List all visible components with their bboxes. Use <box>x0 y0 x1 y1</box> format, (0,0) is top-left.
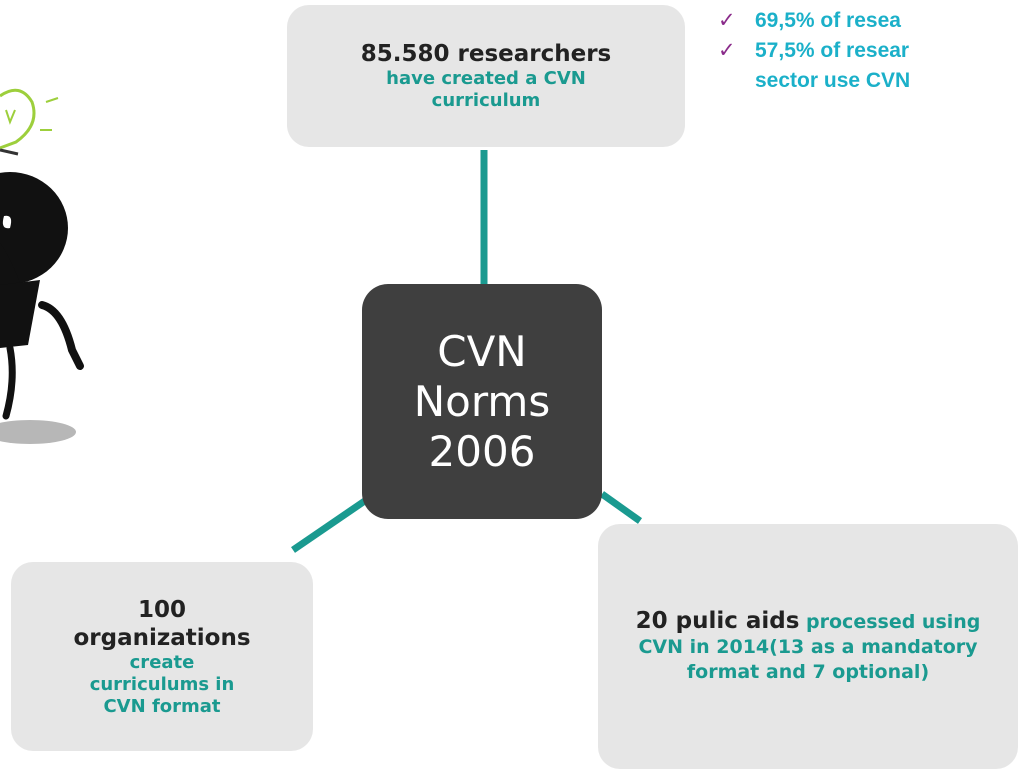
stat-box-researchers: 85.580 researchers have created a CVN cu… <box>287 5 685 147</box>
center-line-2: Norms <box>413 376 551 426</box>
organizations-label: organizations <box>73 624 251 651</box>
stats-checklist: ✓ 69,5% of resea ✓ 57,5% of resear secto… <box>718 6 910 96</box>
center-node: CVN Norms 2006 <box>362 284 602 519</box>
center-line-1: CVN <box>437 326 527 376</box>
list-item: ✓ 69,5% of resea <box>718 6 910 36</box>
researchers-count: 85.580 researchers <box>360 41 612 67</box>
check-mark-icon: ✓ <box>718 9 736 32</box>
organizations-description: create curriculums in CVN format <box>89 651 235 717</box>
idea-mascot-icon <box>0 88 84 444</box>
checklist-item-2-continuation: sector use CVN <box>755 69 911 92</box>
checklist-item-2: 57,5% of resear <box>755 39 910 62</box>
organizations-count: 100 <box>137 596 186 623</box>
researchers-description: have created a CVN curriculum <box>386 68 586 111</box>
list-item-continuation: sector use CVN <box>718 66 910 96</box>
stat-box-public-aids: 20 pulic aids processed using CVN in 201… <box>598 524 1018 769</box>
list-item: ✓ 57,5% of resear <box>718 36 910 66</box>
checklist-item-1: 69,5% of resea <box>755 9 901 32</box>
connector-right <box>599 491 643 524</box>
stat-box-organizations: 100 organizations create curriculums in … <box>11 562 313 751</box>
public-aids-count: 20 pulic aids <box>635 607 800 634</box>
center-line-3: 2006 <box>428 426 536 476</box>
public-aids-description: processed using CVN in 2014(13 as a mand… <box>638 610 981 683</box>
public-aids-text: 20 pulic aids processed using CVN in 201… <box>616 607 1000 685</box>
connector-left <box>291 493 374 553</box>
check-mark-icon: ✓ <box>718 39 736 62</box>
